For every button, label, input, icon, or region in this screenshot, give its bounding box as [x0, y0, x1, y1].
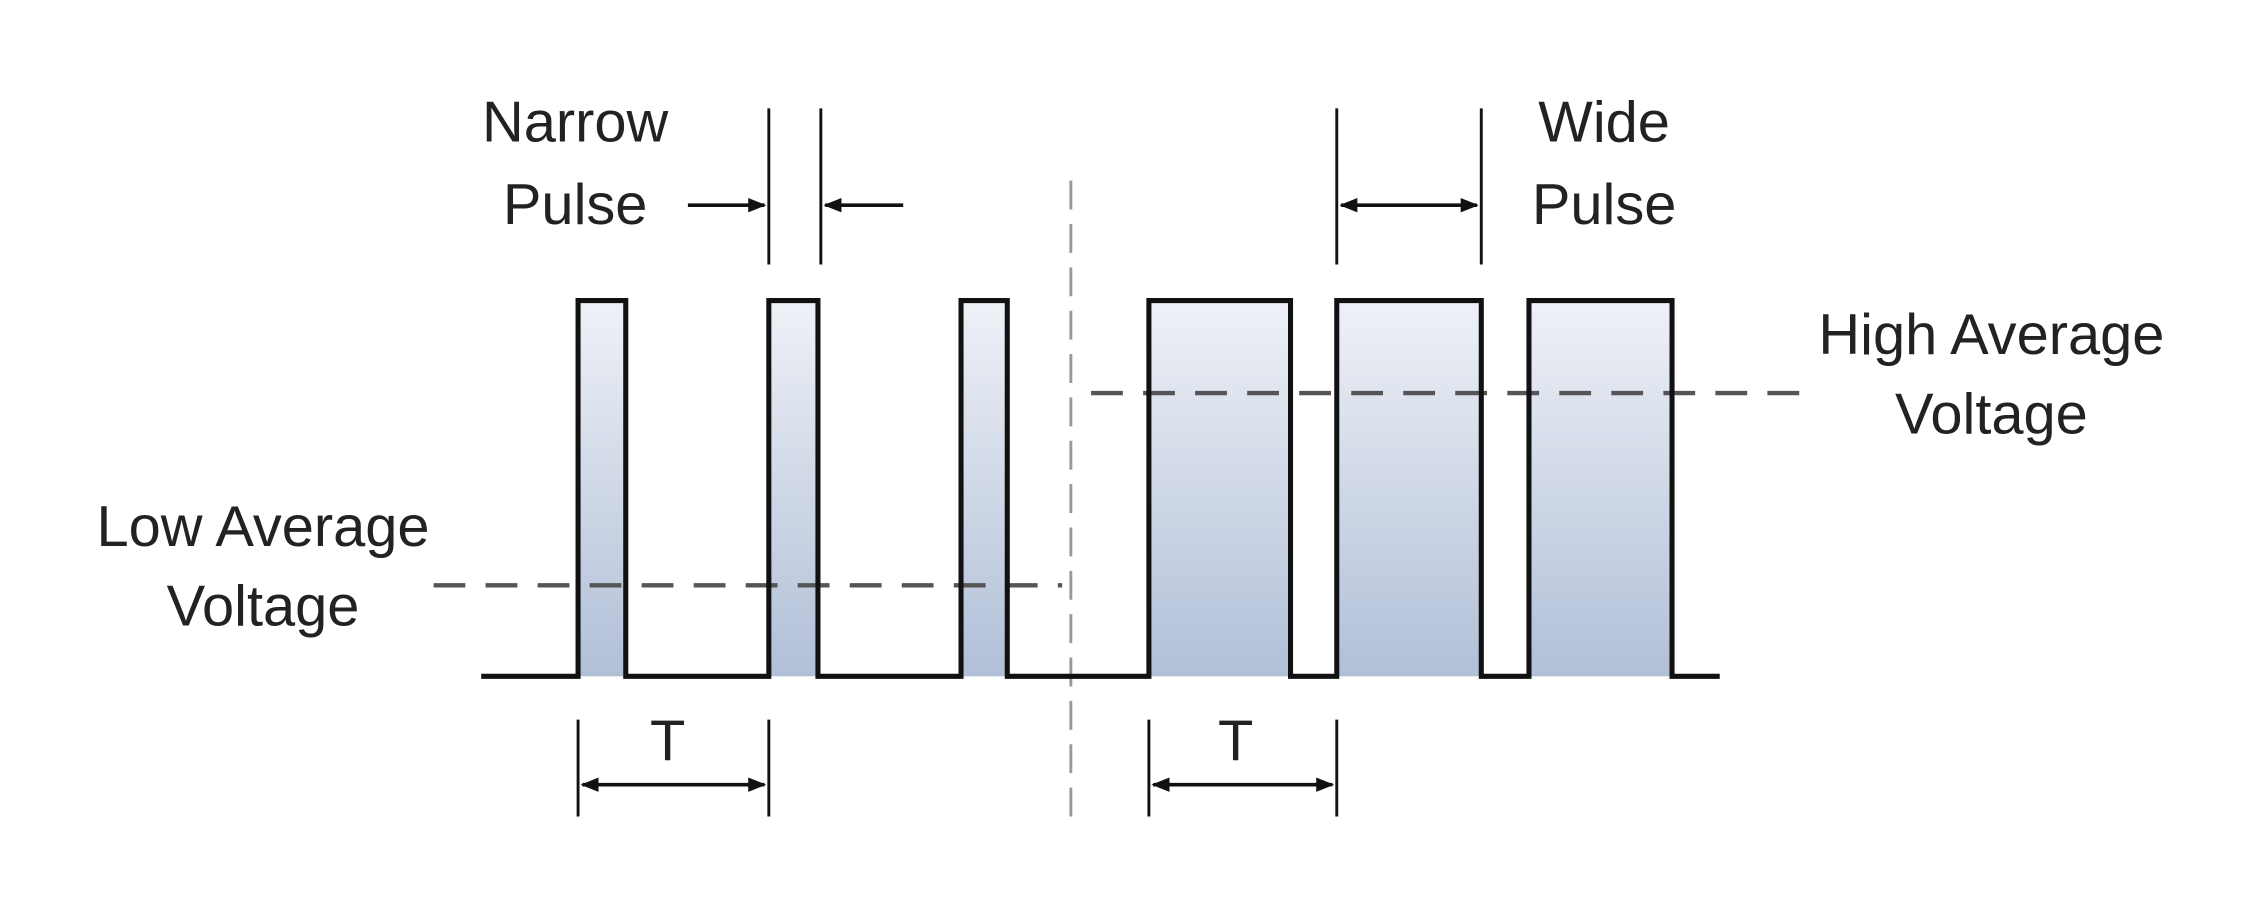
period-label-left: T	[650, 709, 685, 773]
wide-pulse-fill-1	[1148, 300, 1291, 677]
high-average-label-line1: High Average	[1818, 303, 2164, 367]
narrow-pulse-marker	[687, 108, 904, 265]
period-marker-right: T	[1147, 709, 1339, 817]
wide-pulse-label-line2: Pulse	[1532, 173, 1677, 237]
narrow-pulse-fill-1	[578, 300, 626, 677]
wide-pulse-label-line1: Wide	[1538, 91, 1670, 155]
low-average-label-line1: Low Average	[96, 495, 429, 559]
pwm-waveform	[481, 298, 1720, 679]
narrow-pulse-label-line2: Pulse	[503, 173, 648, 237]
pulse-fills	[578, 300, 1673, 677]
narrow-pulse-fill-3	[961, 300, 1008, 677]
wide-pulse-fill-2	[1336, 300, 1482, 677]
high-average-label-line2: Voltage	[1895, 383, 2088, 447]
wide-pulse-fill-3	[1528, 300, 1673, 677]
period-marker-left: T	[576, 709, 771, 817]
narrow-pulse-label-line1: Narrow	[482, 91, 669, 155]
period-label-right: T	[1218, 709, 1253, 773]
low-average-label-line2: Voltage	[167, 575, 360, 639]
wide-pulse-marker	[1335, 108, 1483, 265]
narrow-pulse-fill-2	[768, 300, 818, 677]
